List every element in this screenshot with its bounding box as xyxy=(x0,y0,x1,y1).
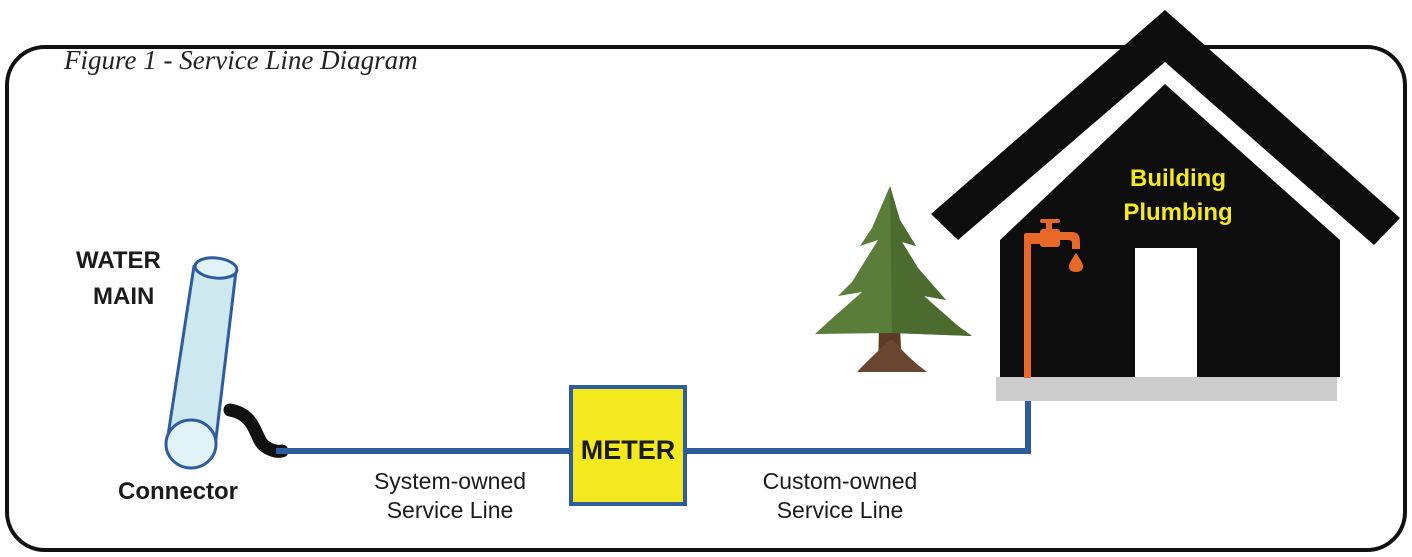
water-main-label: WATER MAIN xyxy=(76,243,216,315)
diagram-frame xyxy=(5,45,1407,552)
building-plumbing-label: Building Plumbing xyxy=(1098,162,1258,230)
system-owned-line-label-2: Service Line xyxy=(386,497,514,523)
house-foundation xyxy=(996,377,1337,401)
meter-label: METER xyxy=(580,435,676,465)
house-door xyxy=(1135,248,1197,377)
connector-label: Connector xyxy=(118,478,238,505)
building-plumbing-label-2: Plumbing xyxy=(1123,199,1233,226)
system-owned-line-label-1: System-owned xyxy=(373,468,527,494)
water-main-label-line2: MAIN xyxy=(93,283,155,310)
custom-owned-line-label: Custom-owned Service Line xyxy=(735,467,945,525)
meter-box xyxy=(569,385,687,506)
water-drop-icon xyxy=(1069,253,1083,272)
faucet-icon xyxy=(1024,219,1083,378)
building-plumbing-label-1: Building xyxy=(1130,165,1226,192)
water-main-pipe xyxy=(164,256,239,470)
custom-owned-line-label-2: Service Line xyxy=(776,497,904,523)
service-line-pipe xyxy=(276,400,1031,454)
custom-owned-line-label-1: Custom-owned xyxy=(762,468,918,494)
system-owned-line-label: System-owned Service Line xyxy=(340,467,560,525)
house-icon xyxy=(931,10,1400,401)
tree-icon xyxy=(815,186,972,372)
water-main-label-line1: WATER xyxy=(76,247,161,274)
figure-caption: Figure 1 - Service Line Diagram xyxy=(64,45,418,75)
